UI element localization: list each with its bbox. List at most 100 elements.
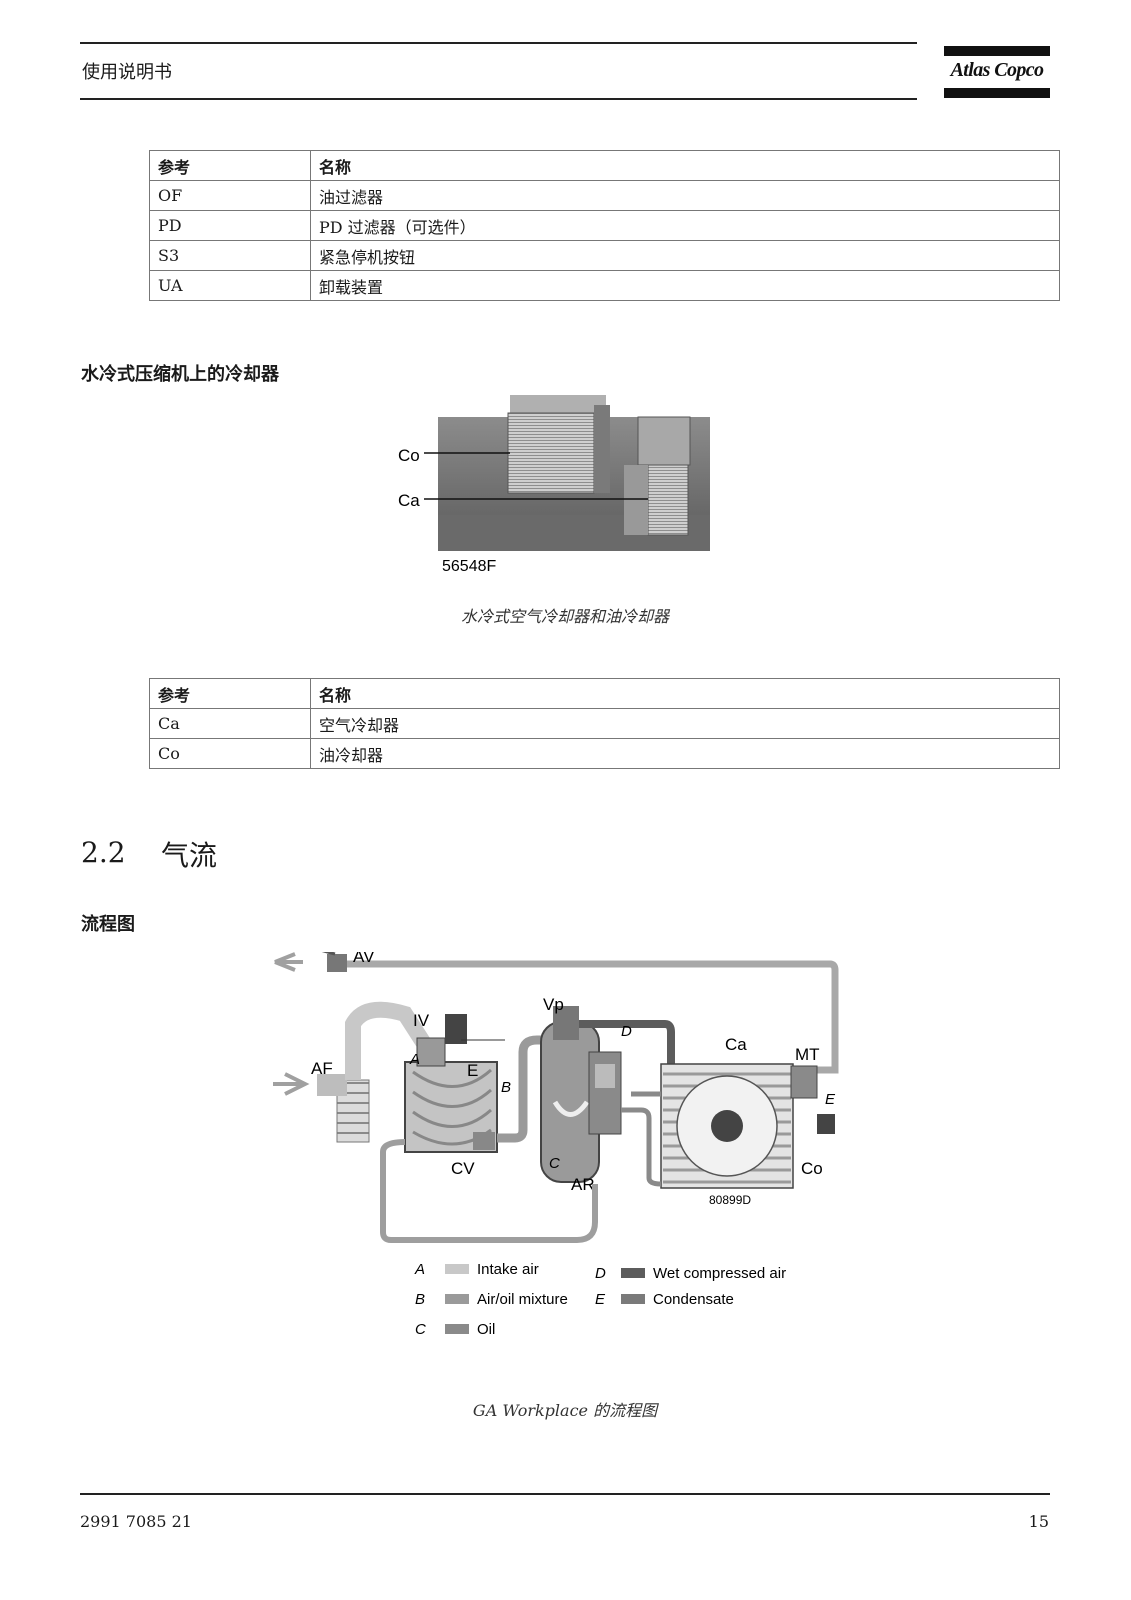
table-header-row: 参考 名称 [149,678,1060,709]
legend-swatch [445,1264,469,1274]
header-rule-bottom [80,98,917,100]
ref-cell: Ca [149,708,311,739]
legend-text: Condensate [653,1291,734,1308]
label-e-condensate: E [825,1091,836,1108]
ref-cell: Co [149,738,311,769]
document-number: 2991 7085 21 [80,1512,192,1531]
legend-swatch [621,1268,645,1278]
legend-key: B [415,1291,425,1308]
separator-flow [552,1100,590,1117]
air-cooler-block [647,464,689,536]
label-co: Co [398,446,420,465]
cooler-side-plate [594,405,610,493]
inlet-valve [416,1037,446,1067]
cooler-top-frame [510,395,606,417]
legend: A Intake air B Air/oil mixture C Oil D W… [414,1261,786,1338]
table-row: OF 油过滤器 [149,180,1060,211]
header-rule-top [80,42,917,44]
thermostatic-valve [595,1064,615,1088]
wet-air-pipe [579,1020,675,1064]
cooler-figure-caption: 水冷式空气冷却器和油冷却器 [460,607,669,626]
flow-diagram-heading: 流程图 [81,914,135,935]
label-vp: Vp [543,995,564,1014]
duct [624,465,648,535]
air-filter [336,1079,370,1143]
ref-cell: S3 [149,240,311,271]
table-row: UA 卸载装置 [149,270,1060,301]
screw-rotors [412,1068,492,1146]
ref-cell: UA [149,270,311,301]
label-c: C [549,1155,560,1172]
legend-text: Oil [477,1321,495,1338]
reference-table-2: 参考 名称 Ca 空气冷却器 Co 油冷却器 [149,678,1060,769]
label-b: B [501,1079,511,1096]
legend-swatch [621,1294,645,1304]
footer-rule [80,1493,1050,1495]
label-ca: Ca [398,491,420,510]
table-row: Ca 空气冷却器 [149,708,1060,739]
page-number: 15 [1028,1512,1049,1531]
legend-text: Intake air [477,1261,539,1278]
legend-swatch [445,1294,469,1304]
loading-solenoid [445,1014,467,1044]
label-co: Co [801,1159,823,1178]
label-bg [398,442,424,464]
air-filter-inlet [317,1074,347,1096]
label-mt: MT [795,1045,820,1064]
logo-text: Atlas Copco [950,59,1044,81]
oil-cooler-block [507,412,595,494]
table-row: S3 紧急停机按钮 [149,240,1060,271]
column-header-name: 名称 [310,678,1060,709]
minimum-pressure-valve [553,1006,579,1040]
name-cell: 紧急停机按钮 [310,240,1060,271]
column-header-ref: 参考 [149,678,311,709]
oil-return-pipe [380,1139,598,1243]
legend-key: D [595,1265,606,1282]
flow-diagram-caption: GA Workplace 的流程图 [472,1401,658,1420]
fan-hub [711,1110,743,1142]
diagram-code: 80899D [709,1193,751,1207]
air-oil-pipe [497,1035,541,1143]
air-cooler-frame [637,416,691,466]
outlet-arrow [274,952,303,972]
legend-key: A [414,1261,425,1278]
oil-cooler-pipes [621,1091,662,1187]
table-header-row: 参考 名称 [149,150,1060,181]
name-cell: 空气冷却器 [310,708,1060,739]
label-ar: AR [571,1175,595,1194]
legend-key: E [595,1291,606,1308]
legend-text: Air/oil mixture [477,1291,568,1308]
atlas-copco-logo: Atlas Copco [944,46,1050,100]
label-a: A [409,1051,420,1068]
column-header-name: 名称 [310,150,1060,181]
logo-bar-bottom [944,88,1050,98]
cooler-section-heading: 水冷式压缩机上的冷却器 [81,364,279,385]
ref-cell: PD [149,210,311,241]
logo-bar-top [944,46,1050,56]
label-ca: Ca [725,1035,747,1054]
outlet-valve [327,954,347,972]
name-cell: PD 过滤器（可选件） [310,210,1060,241]
label-cv: CV [451,1159,475,1178]
label-bg [398,488,424,510]
legend-swatch [445,1324,469,1334]
drain-valve [817,1114,835,1134]
label-af: AF [311,1059,333,1078]
table-row: PD PD 过滤器（可选件） [149,210,1060,241]
figure-code: 56548F [442,558,496,575]
column-header-ref: 参考 [149,150,311,181]
label-iv: IV [413,1011,430,1030]
name-cell: 油冷却器 [310,738,1060,769]
valve-handle [321,952,336,956]
table-row: Co 油冷却器 [149,738,1060,769]
label-d: D [621,1023,632,1040]
reference-table-1: 参考 名称 OF 油过滤器 PD PD 过滤器（可选件） S3 紧急停机按钮 U… [149,150,1060,301]
name-cell: 油过滤器 [310,180,1060,211]
document-title: 使用说明书 [82,62,172,83]
discharge-pipe [333,960,839,1074]
label-av: AV [353,952,375,966]
section-number: 2.2 [81,836,126,869]
legend-key: C [415,1321,426,1338]
code-bg [438,551,558,585]
intake-arrow [273,1072,310,1096]
